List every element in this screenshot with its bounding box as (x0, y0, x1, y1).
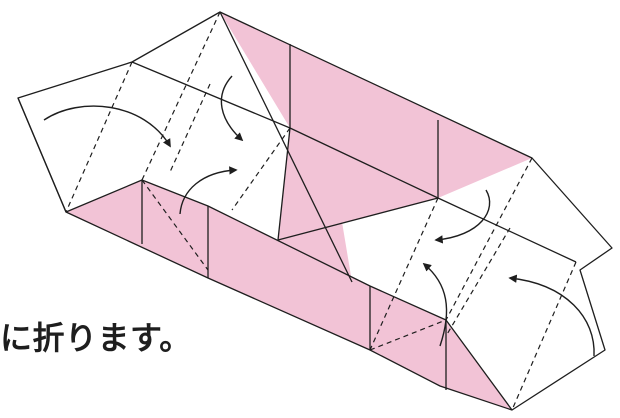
dashed-fold-lines (65, 11, 577, 411)
fold-line-8 (511, 261, 577, 411)
lower-pink-band (142, 180, 512, 410)
fold-arrow-2 (220, 75, 244, 142)
fold-line-7 (445, 157, 533, 321)
fold-line-1 (65, 61, 133, 213)
solid-edges (17, 11, 613, 411)
fold-arrow-3 (179, 166, 238, 215)
upper-pink-panel (220, 12, 532, 198)
center-pink-triangle (278, 222, 352, 282)
fold-arrow-1 (43, 105, 171, 148)
pink-edge-1 (277, 127, 291, 241)
pink-edge-4 (219, 11, 353, 283)
fold-line-9 (445, 227, 511, 337)
lower-flap-edge (65, 179, 513, 411)
colored-panels (66, 12, 532, 410)
fold-arrow-5 (422, 262, 448, 347)
instruction-caption: に折ります。 (0, 319, 192, 357)
pink-edge-5 (277, 197, 439, 241)
fold-arrow-4 (434, 189, 491, 244)
fold-line-4 (231, 127, 291, 211)
fold-line-10 (369, 319, 447, 351)
upper-crease (131, 61, 577, 263)
main-horizontal-crease (17, 97, 67, 213)
fold-line-3 (169, 83, 211, 173)
fold-line-5 (141, 179, 209, 271)
fold-arrows (43, 75, 595, 357)
fold-arrow-6 (508, 274, 595, 357)
fold-line-2 (141, 11, 221, 181)
fold-line-6 (369, 197, 439, 351)
